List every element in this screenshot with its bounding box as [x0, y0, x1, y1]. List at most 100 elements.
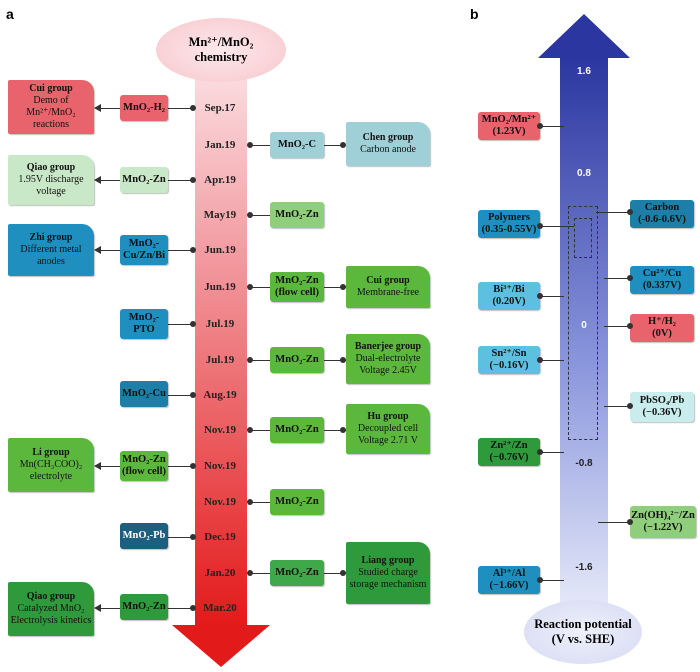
connector-dot	[537, 223, 543, 229]
left-tag: MnO₂-Pb	[120, 523, 168, 549]
label-line1: H⁺/H₂	[648, 316, 676, 327]
left-tag: MnO₂-Cu	[120, 381, 168, 407]
panel-a-header-line1: Mn²⁺/MnO₂	[188, 35, 254, 49]
connector-dot	[340, 284, 346, 290]
connector	[540, 296, 564, 297]
card-body: Decoupled cell Voltage 2.71 V	[357, 423, 419, 446]
date-label: Aug.19	[203, 389, 237, 401]
connector-dot	[340, 357, 346, 363]
label-line2: (1.23V)	[492, 126, 526, 137]
connector	[540, 452, 564, 453]
connector	[598, 522, 630, 523]
connector-dot	[247, 570, 253, 576]
left-tag: MnO₂-Zn	[120, 167, 168, 193]
date-label: Nov.19	[203, 424, 237, 436]
card-title: Hu group	[367, 411, 409, 422]
connector-dot	[537, 357, 543, 363]
connector	[540, 126, 564, 127]
arrow-head	[94, 246, 101, 254]
connector-dot	[537, 577, 543, 583]
connector-dot	[190, 247, 196, 253]
axis-tick: -1.6	[575, 562, 593, 573]
card-title: Zhi group	[29, 232, 73, 243]
label-line2: (−0.36V)	[642, 407, 682, 418]
connector	[324, 287, 348, 288]
card-body: Different metal anodes	[20, 244, 82, 267]
date-label: Mar.20	[203, 602, 237, 614]
connector-dot	[537, 123, 543, 129]
connector	[540, 360, 564, 361]
axis-tick: 0	[581, 320, 587, 331]
right-card: Liang group Studied charge storage mecha…	[346, 542, 430, 604]
arrow-line	[100, 108, 120, 109]
connector-dot	[627, 323, 633, 329]
card-title: Qiao group	[26, 591, 76, 602]
label-line1: Sn²⁺/Sn	[491, 348, 527, 359]
connector	[168, 180, 192, 181]
connector-dot	[340, 427, 346, 433]
connector	[250, 287, 270, 288]
card-body: Dual-electrolyte Voltage 2.45V	[355, 353, 421, 376]
label-line1: Zn(OH)₄²⁻/Zn	[631, 510, 695, 521]
right-tag: MnO₂-Zn	[270, 202, 324, 228]
left-card: Zhi group Different metal anodes	[8, 224, 94, 276]
connector-dot	[247, 499, 253, 505]
potential-label-right: Zn(OH)₄²⁻/Zn(−1.22V)	[630, 506, 696, 538]
card-title: Cui group	[366, 275, 410, 286]
connector-dot	[627, 403, 633, 409]
connector-dot	[340, 570, 346, 576]
label-line1: PbSO₄/Pb	[639, 395, 685, 406]
arrow-line	[100, 250, 120, 251]
panel-b-footer-line1: Reaction potential	[534, 617, 632, 631]
connector-dot	[247, 284, 253, 290]
label-line2: (0.20V)	[492, 296, 526, 307]
potential-label-left: MnO₂/Mn²⁺(1.23V)	[478, 112, 540, 140]
connector-dot	[190, 321, 196, 327]
connector-dot	[247, 427, 253, 433]
arrow-head	[94, 104, 101, 112]
card-body: Mn(CH₃COO)₂ electrolyte	[19, 459, 83, 482]
label-line2: (0.337V)	[642, 280, 682, 291]
left-card: Li group Mn(CH₃COO)₂ electrolyte	[8, 438, 94, 492]
connector-dot	[627, 519, 633, 525]
label-line1: Cu²⁺/Cu	[642, 268, 682, 279]
connector	[604, 326, 630, 327]
connector	[250, 502, 270, 503]
connector	[604, 278, 630, 279]
date-label: Jul.19	[205, 354, 235, 366]
panel-b-letter: b	[470, 6, 479, 22]
polymers-range-box	[574, 218, 592, 258]
arrow-head	[94, 176, 101, 184]
connector	[540, 226, 574, 227]
label-line2: (0V)	[652, 328, 672, 339]
right-tag: MnO₂-Zn	[270, 489, 324, 515]
potential-label-right: Cu²⁺/Cu(0.337V)	[630, 266, 694, 294]
date-label: Nov.19	[203, 460, 237, 472]
date-label: Nov.19	[203, 496, 237, 508]
connector	[250, 215, 270, 216]
potential-label-left: Polymers(0.35-0.55V)	[478, 210, 540, 238]
connector	[324, 360, 348, 361]
label-line1: Zn²⁺/Zn	[490, 440, 528, 451]
card-body: Carbon anode	[360, 144, 416, 155]
arrow-line	[100, 180, 120, 181]
panel-a-header-line2: chemistry	[194, 50, 248, 64]
connector-dot	[190, 105, 196, 111]
right-card: Hu group Decoupled cell Voltage 2.71 V	[346, 404, 430, 454]
panel-b-footer-line2: (V vs. SHE)	[551, 632, 615, 646]
connector	[596, 212, 630, 213]
panel-b-footer: Reaction potential (V vs. SHE)	[524, 600, 642, 664]
label-line2: (−1.22V)	[643, 522, 683, 533]
right-card: Chen group Carbon anode	[346, 122, 430, 166]
connector	[250, 360, 270, 361]
arrow-line	[100, 466, 120, 467]
left-card: Qiao group 1.95V discharge voltage	[8, 155, 94, 205]
card-body: Catalyzed MnO₂ Electrolysis kinetics	[10, 603, 92, 626]
left-tag: MnO₂-Zn (flow cell)	[120, 451, 168, 481]
axis-tick: -0.8	[575, 458, 593, 469]
connector-dot	[247, 357, 253, 363]
axis-tick: 0.8	[577, 168, 591, 179]
card-title: Cui group	[29, 83, 73, 94]
